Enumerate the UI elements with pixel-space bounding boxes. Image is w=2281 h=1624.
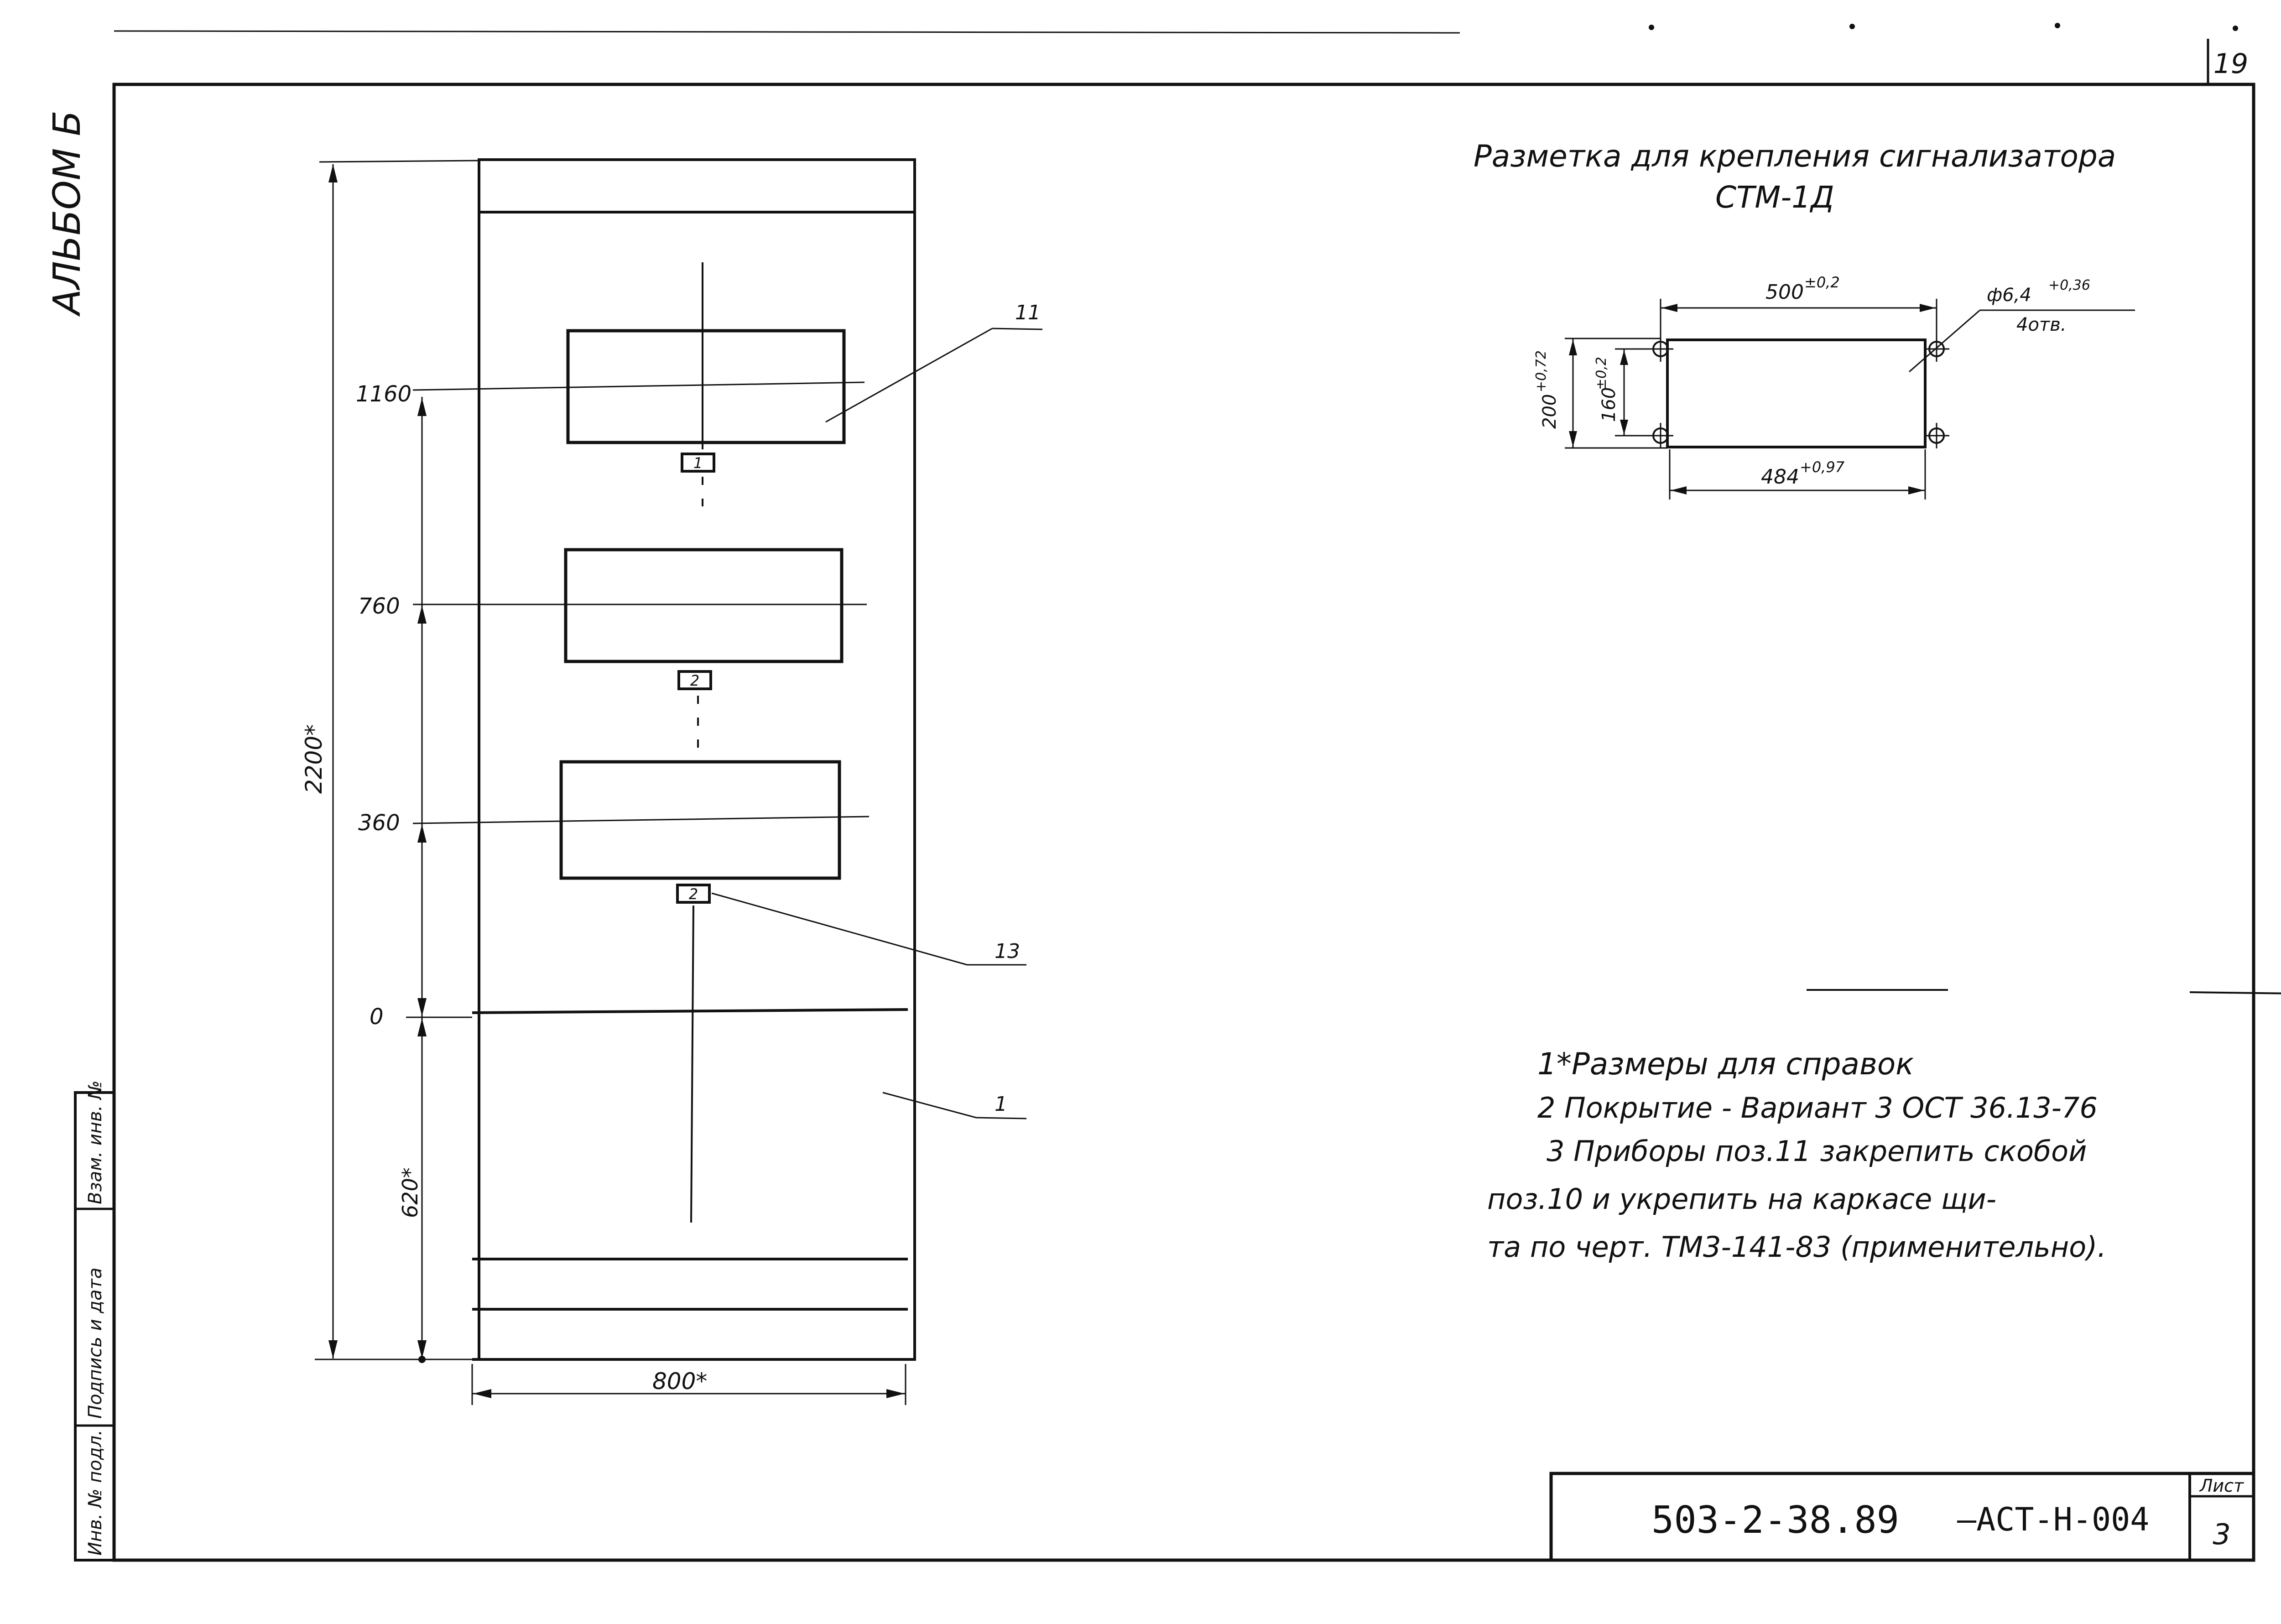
title-block-sheet-value: 3 [2213, 1518, 2230, 1551]
detail-width-top-tol: ±0,2 [1804, 274, 1840, 291]
notes-block: 1*Размеры для справок 2 Покрытие - Вариа… [1487, 1046, 2106, 1264]
dim-bottom-section: 620* [398, 1167, 422, 1218]
tag-1-box [681, 453, 715, 473]
detail-height-inner: 160 [1599, 387, 1620, 422]
note-1: 1*Размеры для справок [1537, 1046, 1914, 1082]
title-block: 503-2-38.89 –АСТ-Н-004 Лист 3 [1549, 1472, 2255, 1562]
note-3-cont-1: поз.10 и укрепить на каркасе щи- [1487, 1182, 1996, 1216]
callout-11: 11 [1015, 301, 1041, 324]
callout-13: 13 [995, 940, 1020, 963]
separator-right [2189, 991, 2281, 994]
title-block-code: –АСТ-Н-004 [1957, 1501, 2149, 1538]
callout-1: 1 [995, 1093, 1007, 1116]
mounting-rectangle [1666, 338, 1927, 448]
detail-height-outer: 200 [1539, 394, 1560, 429]
note-3: 3 Приборы поз.11 закрепить скобой [1547, 1135, 2087, 1168]
instrument-3 [559, 760, 841, 880]
title-block-designation: 503-2-38.89 [1651, 1499, 1899, 1542]
detail-width-top: 500 [1765, 281, 1804, 304]
scan-artifacts [114, 23, 2238, 34]
dim-level-760: 760 [358, 593, 400, 619]
detail-hole-tol: +0,36 [2048, 277, 2090, 293]
detail-height-outer-tol: +0,72 [1533, 350, 1549, 392]
stamp-inv-podl: Инв. № подл. [85, 1430, 106, 1556]
tag-3-box [676, 884, 711, 904]
tag-2: 2 [690, 672, 699, 689]
detail-width-bottom-tol: +0,97 [1800, 458, 1845, 476]
dim-level-1160: 1160 [356, 381, 411, 407]
detail-width-bottom: 484 [1761, 465, 1799, 489]
sheet-frame [112, 83, 2255, 1562]
instrument-1 [566, 329, 846, 444]
stamp-vzam-inv: Взам. инв. № [85, 1080, 106, 1204]
mounting-detail: 500 ±0,2 ф6,4 +0,36 4отв. 200 +0,72 160 … [1533, 274, 2135, 500]
instrument-2 [564, 548, 844, 663]
sheet-number-top: 19 [2213, 48, 2248, 80]
note-3-cont-2: та по черт. ТМ3-141-83 (применительно). [1487, 1230, 2106, 1264]
tag-2-box [677, 670, 712, 690]
title-block-sheet-label: Лист [2199, 1476, 2245, 1496]
album-label: АЛЬБОМ Б [46, 110, 89, 317]
tag-1: 1 [693, 454, 703, 472]
detail-title-line2: СТМ-1Д [1715, 180, 1834, 215]
dim-height-total: 2200* [301, 724, 327, 794]
sheet-number-box: 19 [2207, 39, 2248, 84]
mounting-holes [1648, 336, 1949, 448]
dim-level-360: 360 [358, 810, 400, 836]
detail-title-line1: Разметка для крепления сигнализатора [1474, 139, 2116, 174]
panel-outline [478, 158, 916, 1361]
note-2: 2 Покрытие - Вариант 3 ОСТ 36.13-76 [1537, 1091, 2098, 1124]
detail-height-inner-tol: ±0,2 [1594, 357, 1609, 390]
detail-holes-count: 4отв. [2016, 314, 2067, 335]
left-stamp-column: Взам. инв. № Подпись и дата Инв. № подл. [74, 1080, 115, 1562]
panel-elevation: 1 2 2 11 13 1 2200* 1160 760 360 0 [301, 158, 1043, 1405]
tag-3: 2 [689, 885, 698, 903]
detail-hole: ф6,4 [1987, 285, 2031, 306]
stamp-podpis-data: Подпись и дата [85, 1268, 106, 1419]
dim-width-total: 800* [652, 1368, 707, 1395]
dim-level-0: 0 [370, 1004, 384, 1030]
